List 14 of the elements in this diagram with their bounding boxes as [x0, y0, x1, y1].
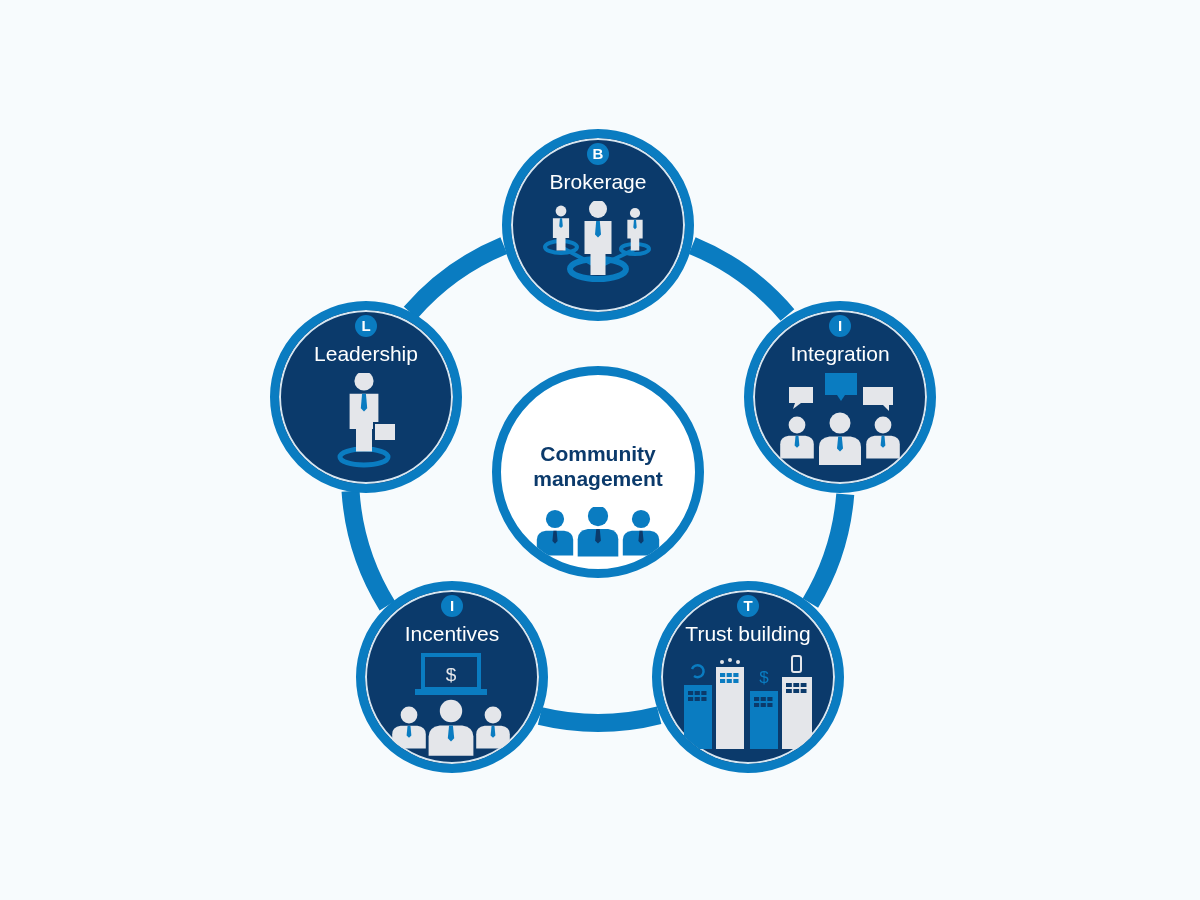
topic-title: Incentives [404, 621, 500, 647]
letter-badge: L [355, 315, 377, 337]
topic-title: Leadership [314, 341, 418, 367]
ring-arc [802, 493, 855, 608]
letter-badge: I [441, 595, 463, 617]
dollar-sign: $ [445, 664, 457, 685]
topic-title: Trust building [685, 621, 811, 647]
topic-title: Integration [790, 341, 890, 367]
letter-badge: I [829, 315, 851, 337]
dollar-sign: $ [759, 668, 769, 687]
letter-badge: B [587, 143, 609, 165]
center-title: Community management [532, 441, 664, 491]
letter-badge: T [737, 595, 759, 617]
topic-title: Brokerage [549, 169, 647, 195]
